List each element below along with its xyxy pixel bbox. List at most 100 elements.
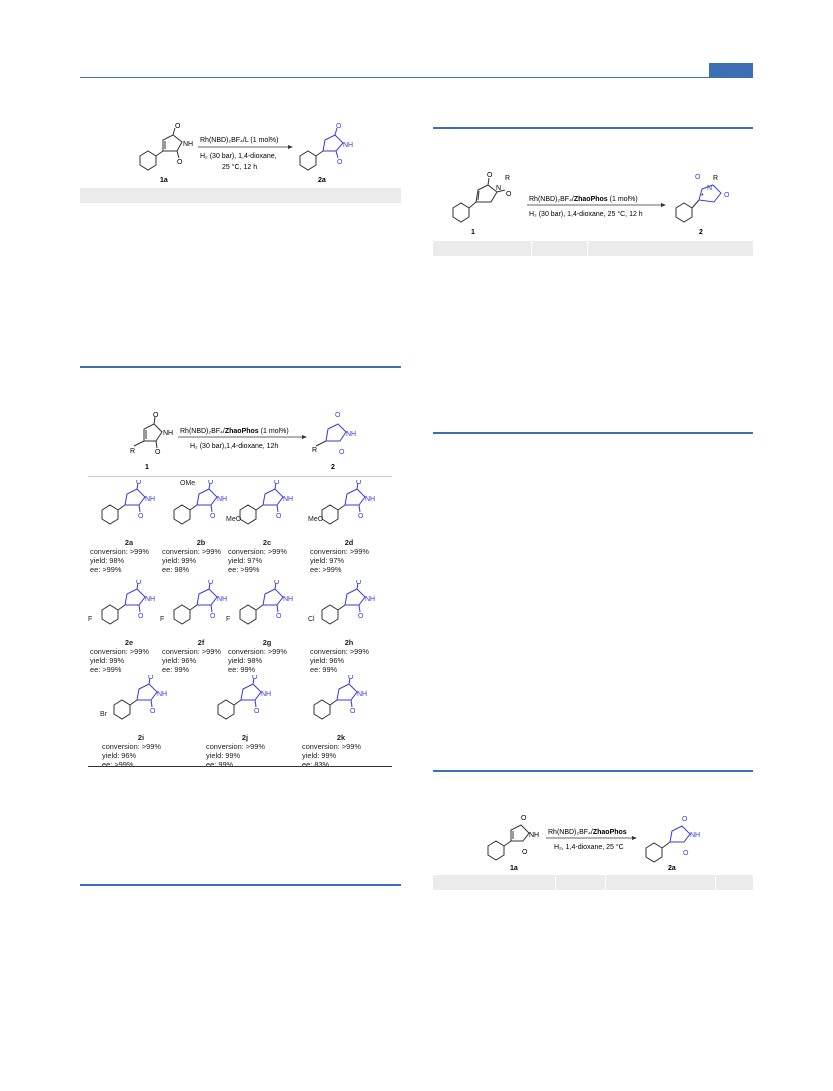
compound-id: 2d	[344, 538, 354, 547]
compound-id: 2h	[344, 638, 354, 647]
table4-top-rule	[433, 432, 753, 434]
compound-id: 2j	[241, 733, 249, 742]
svg-text:Rh(NBD)₂BF₄/ZhaoPhos (1 mol%): Rh(NBD)₂BF₄/ZhaoPhos (1 mol%)	[529, 196, 638, 203]
yield-text: yield: 99%	[206, 751, 241, 760]
svg-text:Rh(NBD)₂BF₄/ZhaoPhos (1 mol%): Rh(NBD)₂BF₄/ZhaoPhos (1 mol%)	[180, 428, 289, 435]
svg-text:O: O	[682, 816, 688, 823]
svg-text:NH: NH	[261, 691, 271, 698]
svg-text:O: O	[177, 159, 183, 166]
svg-text:NH: NH	[163, 430, 173, 437]
conversion-text: conversion: >99%	[302, 742, 361, 751]
svg-text:O: O	[356, 580, 362, 586]
scheme4-substrate-label: 1a	[510, 865, 518, 872]
svg-text:O: O	[336, 123, 342, 130]
scheme3-nh: NH	[346, 431, 356, 438]
yield-text: yield: 96%	[102, 751, 137, 760]
substituent-label: Cl	[308, 616, 315, 623]
svg-text:NH: NH	[365, 596, 375, 603]
svg-text:O: O	[254, 708, 260, 715]
svg-text:O: O	[683, 850, 689, 857]
scheme-2: O N R O 1 Rh(NBD)₂BF₄/ZhaoPhos (1 mol%) …	[443, 168, 748, 240]
svg-text:O: O	[150, 708, 156, 715]
scheme-1: O O NH 1a Rh(NBD)₂BF₄/L (1 mol%) H₂ (30 …	[130, 118, 390, 188]
scheme2-cond-prefix: Rh(NBD)₂BF₄/	[529, 196, 574, 203]
header-rule	[80, 77, 753, 78]
conversion-text: conversion: >99%	[206, 742, 265, 751]
substituent-label: F	[88, 616, 93, 623]
yield-text: yield: 97%	[310, 556, 345, 565]
scheme1-cond-3: 25 °C, 12 h	[222, 163, 257, 171]
yield-text: yield: 98%	[228, 656, 263, 665]
table5-header-band	[433, 875, 753, 890]
substituent-label: MeO	[308, 516, 324, 523]
svg-text:O: O	[210, 513, 216, 520]
ee-text: ee: >99%	[90, 565, 122, 574]
svg-text:O: O	[208, 580, 214, 586]
yield-text: yield: 99%	[162, 556, 197, 565]
svg-text:O: O	[356, 480, 362, 486]
conversion-text: conversion: >99%	[228, 547, 287, 556]
scheme4-product-label: 2a	[668, 865, 676, 872]
svg-text:O: O	[695, 174, 701, 181]
yield-text: yield: 98%	[90, 556, 125, 565]
ee-text: ee: >99%	[310, 565, 342, 574]
svg-text:O: O	[276, 613, 282, 620]
compound-id: 2e	[124, 638, 134, 647]
svg-text:N: N	[707, 185, 712, 192]
scheme4-nh: NH	[529, 832, 539, 839]
svg-text:O: O	[138, 513, 144, 520]
svg-text:NH: NH	[145, 596, 155, 603]
table2-header-band	[433, 241, 753, 256]
conversion-text: conversion: >99%	[102, 742, 161, 751]
scheme3-cond-prefix: Rh(NBD)₂BF₄/	[180, 428, 225, 435]
scheme1-product-label: 2a	[318, 177, 326, 184]
svg-text:NH: NH	[217, 596, 227, 603]
svg-text:NH: NH	[357, 691, 367, 698]
svg-text:NH: NH	[283, 496, 293, 503]
svg-text:O: O	[138, 613, 144, 620]
conversion-text: conversion: >99%	[90, 547, 149, 556]
scheme3-cond-ligand: ZhaoPhos	[225, 428, 259, 435]
scheme1-substrate-label: 1a	[160, 177, 168, 184]
yield-text: yield: 99%	[90, 656, 125, 665]
svg-text:O: O	[487, 172, 493, 179]
svg-text:O: O	[335, 412, 341, 419]
scheme2-stereo-star: *	[701, 193, 704, 200]
svg-text:O: O	[210, 613, 216, 620]
svg-text:NH: NH	[343, 142, 353, 149]
svg-text:O: O	[175, 123, 181, 130]
yield-text: yield: 96%	[162, 656, 197, 665]
table2-top-rule	[433, 127, 753, 129]
svg-text:NH: NH	[217, 496, 227, 503]
scheme2-cond-ligand: ZhaoPhos	[574, 196, 608, 203]
svg-text:O: O	[155, 449, 161, 456]
scheme3-cond-suffix: (1 mol%)	[259, 428, 289, 435]
scheme3-substrate-label: 1	[145, 464, 149, 471]
compound-id: 2a	[124, 538, 134, 547]
scheme1-nh: NH	[183, 141, 193, 148]
svg-text:NH: NH	[690, 832, 700, 839]
svg-text:Rh(NBD)₂BF₄/ZhaoPhos: Rh(NBD)₂BF₄/ZhaoPhos	[548, 829, 627, 836]
scheme1-cond-2: H₂ (30 bar), 1,4-dioxane,	[200, 153, 277, 160]
ee-text: ee: 99%	[162, 665, 190, 674]
svg-text:O: O	[136, 480, 142, 486]
svg-text:O: O	[348, 675, 354, 681]
substituent-label: F	[160, 616, 165, 623]
ee-text: ee: 99%	[228, 665, 256, 674]
